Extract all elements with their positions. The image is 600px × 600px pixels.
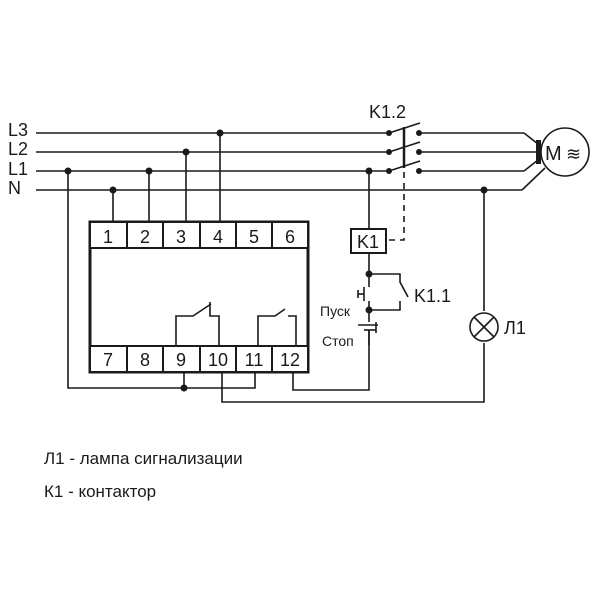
terminal-11: 11 xyxy=(245,350,264,370)
terminal-7: 7 xyxy=(103,350,113,370)
label-stop: Стоп xyxy=(322,333,354,349)
junction xyxy=(180,384,188,392)
bus-label-n: N xyxy=(8,178,21,198)
label-start: Пуск xyxy=(320,303,351,319)
neutral-to-motor xyxy=(521,167,546,191)
label-k1-2: K1.2 xyxy=(369,102,406,122)
wire-12-to-stop xyxy=(292,330,370,391)
mechanical-link xyxy=(388,172,405,241)
legend-lamp: Л1 - лампа сигнализации xyxy=(44,449,243,468)
contact-k1-2 xyxy=(386,122,539,174)
terminal-2: 2 xyxy=(140,227,150,247)
relay-bottom-terminals xyxy=(89,345,309,373)
bus-label-l1: L1 xyxy=(8,159,28,179)
ac-symbol: ≋ xyxy=(566,144,581,164)
stop-button xyxy=(358,310,378,345)
bus-label-l3: L3 xyxy=(8,120,28,140)
bus-label-l2: L2 xyxy=(8,139,28,159)
start-button xyxy=(357,274,370,310)
terminal-10: 10 xyxy=(208,350,228,370)
terminal-8: 8 xyxy=(140,350,150,370)
junction xyxy=(145,167,153,175)
relay-contact-11-12 xyxy=(257,308,297,346)
terminal-12: 12 xyxy=(280,350,300,370)
junction xyxy=(216,129,224,137)
terminal-6: 6 xyxy=(285,227,295,247)
wire-10-to-lamp xyxy=(221,343,485,403)
junction xyxy=(480,186,488,194)
junction xyxy=(182,148,190,156)
terminal-5: 5 xyxy=(249,227,259,247)
junction xyxy=(109,186,117,194)
junction xyxy=(365,167,373,175)
terminal-3: 3 xyxy=(176,227,186,247)
contact-k1-1 xyxy=(369,273,409,311)
wire-l1-to-11 xyxy=(67,171,256,389)
terminal-9: 9 xyxy=(176,350,186,370)
motor-symbol: M xyxy=(545,143,562,165)
lamp-icon xyxy=(469,312,499,342)
legend-contactor: К1 - контактор xyxy=(44,482,157,501)
terminal-1: 1 xyxy=(103,227,113,247)
label-k1-1: K1.1 xyxy=(414,286,451,306)
label-lamp: Л1 xyxy=(504,318,526,338)
terminal-4: 4 xyxy=(213,227,223,247)
relay-top-terminals xyxy=(89,221,309,249)
relay-contact-9-10 xyxy=(175,302,220,346)
motor: M ≋ xyxy=(536,127,590,177)
label-k1: K1 xyxy=(357,232,379,252)
